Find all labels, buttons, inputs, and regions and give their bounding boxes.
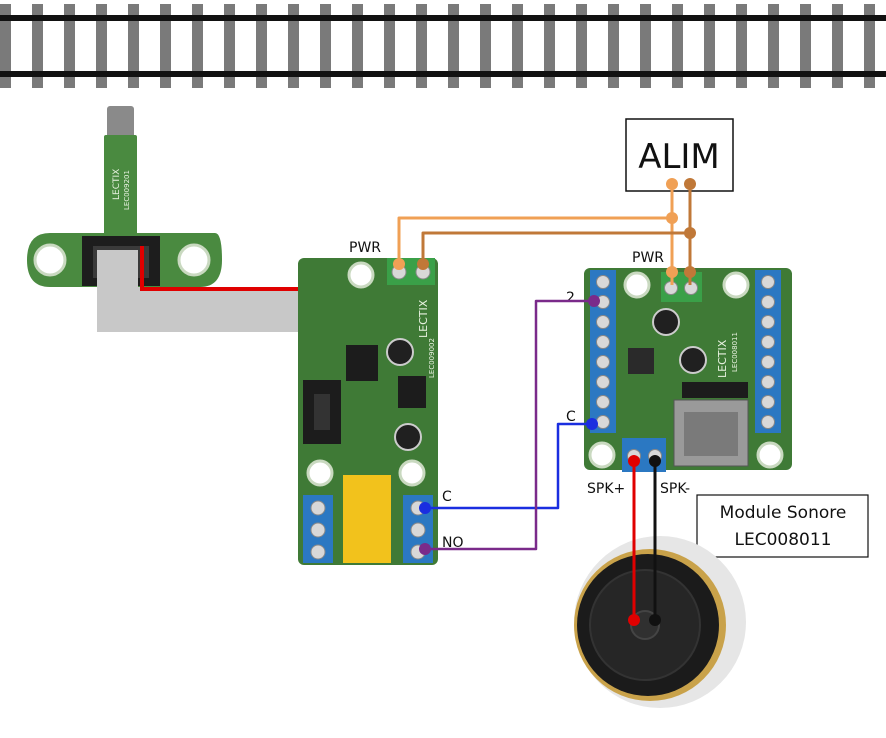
sound-left-screw-8 — [596, 415, 610, 429]
detector-regulator — [398, 376, 426, 408]
detector-relay — [343, 475, 391, 563]
sensor-emitter — [107, 106, 134, 140]
detector-header-pins — [314, 394, 330, 430]
sound-inductor — [628, 348, 654, 374]
detector-pcb — [298, 258, 438, 565]
sensor-brand: LECTIX — [112, 169, 122, 200]
sound-left-screw-6 — [596, 375, 610, 389]
detector-mount-hole-tl — [347, 261, 375, 289]
detector-pwr-label: PWR — [349, 240, 381, 256]
track-rail-bottom — [0, 71, 886, 77]
power-supply: ALIM — [625, 118, 734, 192]
ribbon-red-stripe — [140, 246, 312, 291]
detector-left-screw-2 — [310, 522, 326, 538]
detector-ic — [346, 345, 378, 381]
sound-module-caption: Module Sonore LEC008011 — [696, 494, 869, 558]
dot-detector-no — [419, 543, 431, 555]
wire-connection-dots — [393, 178, 696, 626]
sound-left-screw-3 — [596, 315, 610, 329]
detector-brand: LECTIX — [417, 299, 430, 338]
sound-right-screw-1 — [761, 275, 775, 289]
dot-sound-pwr-negative — [684, 266, 696, 278]
sensor-mount-hole-right — [177, 243, 211, 277]
sound-mount-hole-bl — [588, 441, 616, 469]
dot-alim-negative — [684, 178, 696, 190]
dot-detector-c — [419, 502, 431, 514]
sound-right-screw-6 — [761, 375, 775, 389]
dot-speaker-plus — [628, 614, 640, 626]
wire-common — [424, 422, 592, 510]
sound-right-screw-5 — [761, 355, 775, 369]
dot-speaker-minus — [649, 614, 661, 626]
detector-capacitor-2 — [394, 423, 422, 451]
sound-capacitor-1 — [652, 308, 680, 336]
detector-right-screw-2 — [410, 522, 426, 538]
dot-split-negative — [684, 227, 696, 239]
sound-right-screw-2 — [761, 295, 775, 309]
sound-brand: LECTIX — [716, 339, 729, 378]
wire-normally-open — [425, 299, 594, 551]
detector-board: LECTIX LEC009002 — [298, 258, 438, 565]
dot-sound-input-2 — [588, 295, 600, 307]
wire-power-negative — [421, 184, 692, 264]
sound-spk-plus-label: SPK+ — [587, 481, 625, 497]
sound-chip — [682, 382, 748, 398]
sound-sd-card — [684, 412, 738, 456]
sound-capacitor-2 — [679, 346, 707, 374]
sound-input-c-label: C — [566, 409, 576, 425]
sound-right-screw-7 — [761, 395, 775, 409]
detector-c-label: C — [442, 489, 452, 505]
detector-mount-hole-mr — [398, 459, 426, 487]
power-supply-box — [625, 118, 734, 192]
detector-left-screw-3 — [310, 544, 326, 560]
detector-ref: LEC009002 — [428, 338, 436, 378]
sound-mount-hole-tr — [722, 271, 750, 299]
sound-input-2-label: 2 — [566, 290, 575, 306]
sensor-stem — [104, 135, 137, 240]
detector-mount-hole-ml — [306, 459, 334, 487]
sound-right-screw-4 — [761, 335, 775, 349]
sound-right-screw-8 — [761, 415, 775, 429]
dot-detector-pwr-positive — [393, 258, 405, 270]
railway-track — [0, 4, 886, 88]
sensor-mount-hole-left — [33, 243, 67, 277]
power-supply-label: ALIM — [638, 137, 720, 177]
sensor-ref: LEC009201 — [123, 170, 131, 210]
dot-detector-pwr-negative — [417, 258, 429, 270]
dot-sound-pwr-positive — [666, 266, 678, 278]
detector-no-label: NO — [442, 535, 464, 551]
sound-left-screw-4 — [596, 335, 610, 349]
sound-module: LECTIX LEC008011 — [584, 268, 792, 472]
dot-sound-input-c — [586, 418, 598, 430]
dot-spk-plus — [628, 455, 640, 467]
caption-line-2: LEC008011 — [735, 530, 832, 550]
sound-spk-minus-label: SPK- — [660, 481, 690, 497]
caption-box — [696, 494, 869, 558]
sound-left-screw-5 — [596, 355, 610, 369]
track-rail-top — [0, 15, 886, 21]
caption-line-1: Module Sonore — [720, 503, 847, 523]
wire-power-positive — [397, 184, 674, 264]
sound-left-screw-7 — [596, 395, 610, 409]
sound-mount-hole-br — [756, 441, 784, 469]
dot-spk-minus — [649, 455, 661, 467]
sound-right-screw-3 — [761, 315, 775, 329]
detector-left-screw-1 — [310, 500, 326, 516]
wires — [397, 184, 692, 620]
sound-left-screw-1 — [596, 275, 610, 289]
dot-split-positive — [666, 212, 678, 224]
dot-alim-positive — [666, 178, 678, 190]
detector-capacitor-1 — [386, 338, 414, 366]
sound-pwr-label: PWR — [632, 250, 664, 266]
sound-mount-hole-tl — [623, 271, 651, 299]
track-sleepers — [0, 4, 875, 88]
sound-ref: LEC008011 — [731, 332, 739, 372]
